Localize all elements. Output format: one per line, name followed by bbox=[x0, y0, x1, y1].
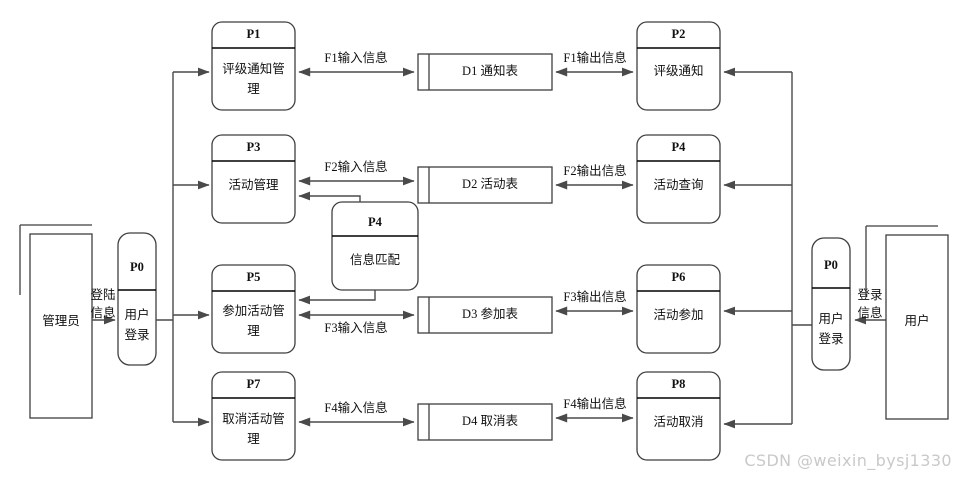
process-p1: P1 评级通知管 理 bbox=[211, 21, 296, 111]
data-store-d4: D4 取消表 bbox=[417, 403, 553, 441]
data-store-d4-label: D4 取消表 bbox=[462, 414, 518, 428]
external-entity-user: 用户 bbox=[865, 225, 949, 420]
data-store-d3: D3 参加表 bbox=[417, 296, 553, 334]
process-p5-line2: 理 bbox=[247, 324, 260, 338]
flow-user-login-line1: 登录 bbox=[857, 287, 882, 302]
process-p2-code: P2 bbox=[672, 27, 686, 41]
flow-f3-in: F3输入信息 bbox=[298, 310, 415, 335]
process-p4-match-code: P4 bbox=[368, 215, 383, 229]
process-p6-code: P6 bbox=[672, 270, 686, 284]
watermark: CSDN @weixin_bysj1330 bbox=[744, 451, 952, 470]
process-p5: P5 参加活动管 理 bbox=[211, 264, 296, 354]
process-p0-left-line1: 用户 bbox=[124, 307, 149, 322]
data-store-d3-label: D3 参加表 bbox=[462, 306, 518, 321]
flow-f2-out: F2输出信息 bbox=[555, 163, 634, 190]
process-p0-left-line2: 登录 bbox=[124, 327, 149, 342]
flow-f4-in: F4输入信息 bbox=[298, 400, 415, 427]
right-trunk-branches bbox=[723, 67, 812, 429]
flow-f3-in-label: F3输入信息 bbox=[324, 320, 387, 335]
process-p3: P3 活动管理 bbox=[211, 134, 296, 224]
process-p8-code: P8 bbox=[672, 377, 686, 391]
flow-f1-in-label: F1输入信息 bbox=[324, 50, 387, 65]
process-p2: P2 评级通知 bbox=[636, 21, 721, 111]
process-p7-line1: 取消活动管 bbox=[222, 411, 285, 426]
flow-f3-out-label: F3输出信息 bbox=[563, 289, 626, 304]
data-store-d2-label: D2 活动表 bbox=[462, 177, 518, 191]
flow-f2-out-label: F2输出信息 bbox=[563, 163, 626, 178]
process-p4-query-code: P4 bbox=[672, 140, 687, 154]
process-p7-line2: 理 bbox=[247, 432, 260, 446]
process-p8-line1: 活动取消 bbox=[653, 415, 703, 429]
flow-f3-out: F3输出信息 bbox=[555, 289, 634, 316]
process-p7: P7 取消活动管 理 bbox=[211, 371, 296, 461]
process-p0-right-line1: 用户 bbox=[818, 311, 843, 326]
process-p3-code: P3 bbox=[247, 140, 261, 154]
process-p8: P8 活动取消 bbox=[636, 371, 721, 461]
flow-f1-out-label: F1输出信息 bbox=[563, 50, 626, 65]
flow-f4-out: F4输出信息 bbox=[555, 396, 634, 423]
process-p4-match-label: 信息匹配 bbox=[350, 252, 401, 267]
flow-admin-login-line2: 信息 bbox=[90, 305, 115, 320]
flow-f2-in-label: F2输入信息 bbox=[324, 159, 387, 174]
process-p7-code: P7 bbox=[247, 377, 261, 391]
flow-f4-out-label: F4输出信息 bbox=[563, 396, 626, 411]
process-p6: P6 活动参加 bbox=[636, 264, 721, 354]
data-store-d1-label: D1 通知表 bbox=[462, 64, 518, 78]
process-p2-line1: 评级通知 bbox=[653, 64, 703, 78]
flow-f2-in: F2输入信息 bbox=[298, 159, 415, 186]
process-p0-left-code: P0 bbox=[130, 260, 144, 274]
process-p6-line1: 活动参加 bbox=[653, 307, 703, 322]
process-p0-right-line2: 登录 bbox=[818, 331, 843, 346]
process-p4-query: P4 活动查询 bbox=[636, 134, 721, 224]
process-p1-line1: 评级通知管 bbox=[222, 61, 285, 76]
process-p4-match: P4 信息匹配 bbox=[298, 191, 419, 305]
process-p0-left: P0 用户 登录 bbox=[117, 232, 157, 366]
flow-f4-in-label: F4输入信息 bbox=[324, 400, 387, 415]
process-p5-line1: 参加活动管 bbox=[222, 303, 285, 318]
flow-user-login-line2: 信息 bbox=[857, 305, 882, 320]
external-entity-user-label: 用户 bbox=[904, 313, 929, 328]
external-entity-admin-label: 管理员 bbox=[42, 313, 80, 328]
flow-admin-login: 登陆 信息 bbox=[90, 287, 116, 325]
process-p4-query-line1: 活动查询 bbox=[653, 178, 703, 192]
process-p3-line1: 活动管理 bbox=[228, 177, 279, 192]
flow-f1-out: F1输出信息 bbox=[555, 50, 634, 77]
flow-admin-login-line1: 登陆 bbox=[90, 287, 115, 302]
left-trunk-branches bbox=[156, 67, 210, 427]
data-store-d1: D1 通知表 bbox=[417, 53, 553, 91]
flow-f1-in: F1输入信息 bbox=[298, 50, 415, 77]
process-p0-right: P0 用户 登录 bbox=[811, 237, 851, 371]
data-store-d2: D2 活动表 bbox=[417, 166, 553, 204]
process-p1-line2: 理 bbox=[247, 82, 260, 96]
process-p5-code: P5 bbox=[247, 270, 261, 284]
external-entity-admin: 管理员 bbox=[19, 224, 93, 419]
process-p0-right-code: P0 bbox=[824, 258, 838, 272]
flow-user-login: 登录 信息 bbox=[854, 287, 886, 325]
process-p1-code: P1 bbox=[247, 27, 261, 41]
